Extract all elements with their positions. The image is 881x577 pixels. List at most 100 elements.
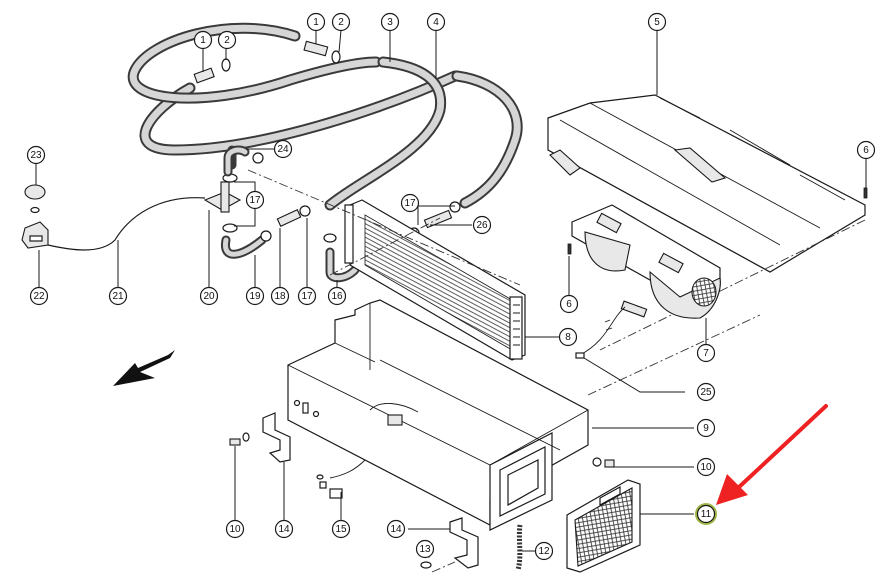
blower-motor-assembly: [571, 204, 721, 319]
bolt-10-right: [592, 457, 615, 468]
callout-16: 16: [327, 286, 347, 306]
air-filter: [566, 479, 641, 573]
tube-18: [276, 208, 302, 228]
callout-circle: [856, 140, 876, 160]
callout-19: 19: [245, 286, 265, 306]
callout-8: 8: [558, 327, 578, 347]
callout-label: 9: [703, 423, 709, 434]
callout-14: 14: [274, 519, 294, 539]
callout-label: 14: [278, 524, 290, 535]
callout-label: 7: [703, 348, 709, 359]
callout-label: 20: [203, 291, 215, 302]
control-knob: [24, 184, 46, 214]
callout-label: 18: [274, 291, 286, 302]
callout-label: 16: [331, 291, 343, 302]
callout-label: 1: [313, 17, 319, 28]
callout-label: 4: [433, 17, 439, 28]
callout-label: 15: [335, 524, 347, 535]
callout-label: 1: [200, 35, 206, 46]
callout-5: 5: [647, 12, 667, 32]
assembly-guide-line: [247, 169, 521, 286]
callout-label: 19: [249, 291, 261, 302]
callout-18: 18: [270, 286, 290, 306]
callout-label: 26: [476, 220, 488, 231]
callout-26: 26: [472, 215, 492, 235]
callout-circle: [199, 286, 219, 306]
control-cable: [47, 197, 206, 251]
callout-label: 10: [700, 462, 712, 473]
callout-label: 17: [404, 198, 416, 209]
callout-2: 2: [331, 12, 351, 32]
callout-label: 25: [700, 387, 712, 398]
callout-22: 22: [29, 286, 49, 306]
callout-24: 24: [273, 139, 293, 159]
cable-bracket: [21, 221, 49, 249]
callout-circle: [327, 286, 347, 306]
drain-tube-12: [515, 524, 523, 571]
callout-circle: [386, 519, 406, 539]
callout-25: 25: [696, 382, 716, 402]
callout-6: 6: [856, 140, 876, 160]
callout-9: 9: [696, 418, 716, 438]
callout-circle: [306, 12, 326, 32]
callout-14: 14: [386, 519, 406, 539]
callout-17: 17: [245, 190, 265, 210]
top-cover: [547, 94, 866, 273]
callout-label: 11: [701, 509, 712, 520]
callout-label: 17: [301, 291, 313, 302]
callout-3: 3: [380, 12, 400, 32]
callout-label: 6: [863, 145, 869, 156]
callout-label: 6: [566, 299, 572, 310]
assembly-guide-line: [431, 561, 456, 573]
callout-circle: [245, 286, 265, 306]
callout-13: 13: [415, 539, 435, 559]
callout-2: 2: [217, 30, 237, 50]
callout-label: 22: [33, 291, 45, 302]
assembly-guide-line: [329, 217, 441, 276]
hose-4: [451, 70, 523, 209]
callout-circle: [696, 418, 716, 438]
callout-label: 21: [112, 291, 124, 302]
fitting-1-left: [193, 58, 231, 84]
callout-circle: [270, 286, 290, 306]
callout-10: 10: [696, 457, 716, 477]
callout-label: 17: [249, 195, 261, 206]
callout-circle: [696, 343, 716, 363]
elbow-24: [223, 145, 250, 177]
callout-circle: [297, 286, 317, 306]
callout-circle: [225, 519, 245, 539]
callout-label: 13: [419, 544, 431, 555]
annotation-arrow: [716, 404, 828, 505]
screw-6-left: [567, 243, 572, 255]
callout-circle: [26, 145, 46, 165]
callout-17: 17: [297, 286, 317, 306]
callout-6: 6: [559, 294, 579, 314]
callout-circle: [696, 457, 716, 477]
callout-label: 2: [338, 17, 344, 28]
callout-20: 20: [199, 286, 219, 306]
callout-circle: [426, 12, 446, 32]
bolt-10-left: [229, 432, 250, 446]
callout-15: 15: [331, 519, 351, 539]
bracket-14-left: [262, 412, 291, 463]
callout-circle: [558, 327, 578, 347]
callout-circle: [29, 286, 49, 306]
direction-arrow: [113, 350, 175, 386]
callout-circle: [217, 30, 237, 50]
callout-label: 5: [654, 17, 660, 28]
wiring-connector-15: [316, 459, 366, 499]
callout-circle: [647, 12, 667, 32]
housing: [287, 299, 589, 531]
hose-loop-left: [127, 22, 461, 156]
callout-circle: [274, 519, 294, 539]
callout-circle: [108, 286, 128, 306]
callout-23: 23: [26, 145, 46, 165]
callout-1: 1: [193, 30, 213, 50]
callout-circle: [534, 541, 554, 561]
callout-10: 10: [225, 519, 245, 539]
callout-circle: [331, 519, 351, 539]
callout-circle: [472, 215, 492, 235]
callout-17: 17: [400, 193, 420, 213]
